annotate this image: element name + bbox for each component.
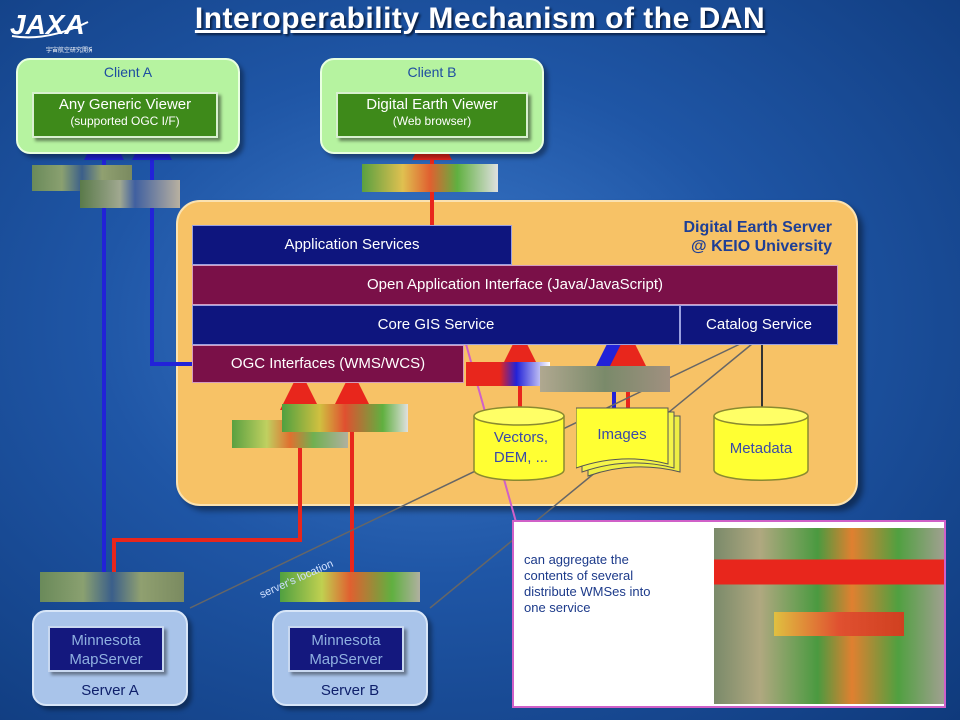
catalog-service-layer[interactable]: Catalog Service — [680, 305, 838, 345]
page-title: Interoperability Mechanism of the DAN — [194, 2, 766, 35]
map-thumbnail — [540, 366, 670, 392]
digital-earth-viewer-subtitle: (Web browser) — [392, 114, 472, 128]
aggregated-map-overlay — [774, 612, 904, 636]
digital-earth-viewer-title: Digital Earth Viewer — [366, 96, 498, 113]
aggregation-callout: can aggregate the contents of several di… — [512, 520, 946, 708]
open-application-interface-layer[interactable]: Open Application Interface (Java/JavaScr… — [192, 265, 838, 305]
generic-viewer-subtitle: (supported OGC I/F) — [70, 114, 180, 128]
server-title-line1: Digital Earth Server — [683, 219, 833, 236]
server-b-label: Server B — [320, 682, 380, 699]
map-thumbnail — [466, 362, 550, 386]
generic-viewer-box[interactable]: Any Generic Viewer (supported OGC I/F) — [32, 92, 218, 138]
minnesota-mapserver-b[interactable]: Minnesota MapServer — [288, 626, 404, 672]
callout-text: can aggregate the contents of several di… — [524, 552, 651, 615]
metadata-label: Metadata — [729, 440, 793, 457]
server-title-line2: @ KEIO University — [691, 238, 832, 255]
core-gis-service-layer[interactable]: Core GIS Service — [192, 305, 680, 345]
jaxa-logo: JAXA 宇宙航空研究開発機構 — [6, 2, 106, 60]
server-a-label: Server A — [81, 682, 139, 699]
vectors-dem-label: Vectors, DEM, ... — [493, 429, 549, 466]
map-thumbnail — [40, 572, 184, 602]
application-services-layer[interactable]: Application Services — [192, 225, 512, 265]
map-thumbnail — [80, 180, 180, 208]
map-thumbnail — [362, 164, 498, 192]
server-title: Digital Earth Server @ KEIO University — [684, 218, 833, 256]
client-a-blue-arrows — [84, 120, 194, 600]
client-b-label: Client B — [407, 64, 457, 80]
images-datastore — [576, 407, 681, 477]
digital-earth-viewer-box[interactable]: Digital Earth Viewer (Web browser) — [336, 92, 528, 138]
ogc-interfaces-layer[interactable]: OGC Interfaces (WMS/WCS) — [192, 345, 464, 383]
minnesota-mapserver-a[interactable]: Minnesota MapServer — [48, 626, 164, 672]
vectors-dem-datastore — [473, 406, 565, 481]
map-thumbnail — [280, 572, 420, 602]
metadata-datastore — [713, 406, 809, 481]
images-label: Images — [597, 426, 647, 443]
svg-text:宇宙航空研究開発機構: 宇宙航空研究開発機構 — [46, 46, 92, 54]
client-a-label: Client A — [103, 64, 153, 80]
generic-viewer-title: Any Generic Viewer — [58, 96, 192, 113]
map-thumbnail — [282, 404, 408, 432]
